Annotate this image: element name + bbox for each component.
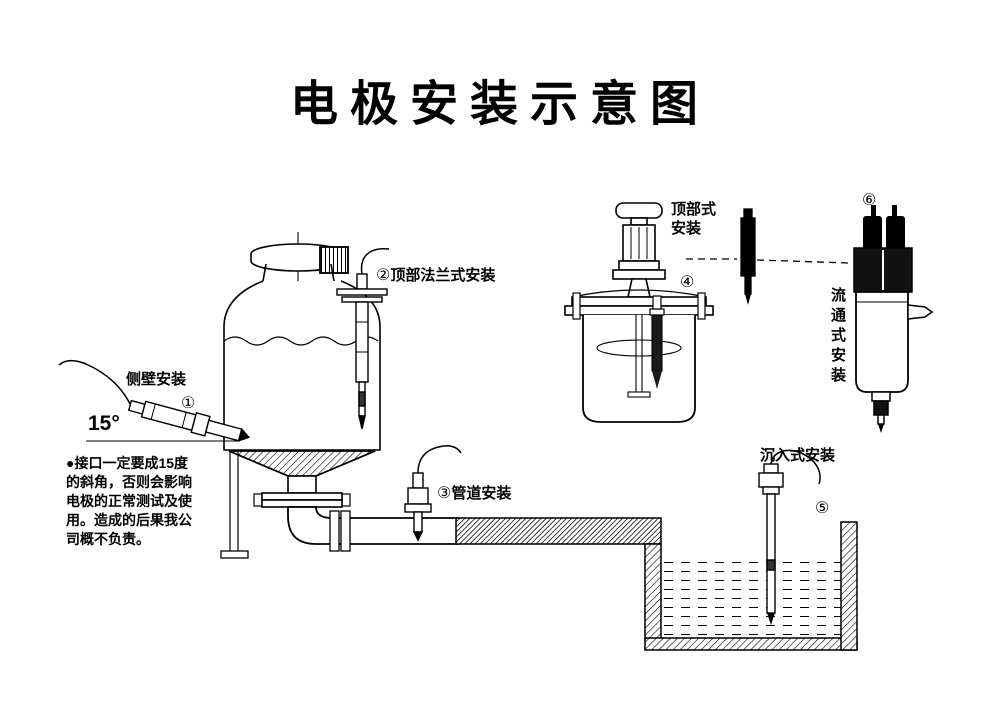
- electrode-reference-drawing: [686, 208, 850, 305]
- electrode-tip: [745, 294, 751, 305]
- electrode-tip: [412, 531, 424, 542]
- top-mounted-tank-drawing: [564, 202, 714, 423]
- buried-pipe-section: [455, 517, 662, 545]
- diagram-title: 电极安装示意图: [289, 78, 710, 131]
- main-tank-drawing: [220, 232, 459, 559]
- pit-left-wall: [644, 543, 662, 641]
- side-outlet-nozzle: [907, 304, 934, 320]
- electrode-cable: [417, 445, 462, 474]
- immersed-electrode: [651, 314, 663, 372]
- note-text: ●接口一定要成15度 的斜角，否则会影响 电极的正常测试及使 用。造成的后果我公…: [66, 455, 192, 547]
- pipeline-electrode-drawing: [404, 445, 462, 542]
- elbow-and-pipe: [287, 506, 459, 545]
- electrode-tip: [767, 613, 775, 625]
- electrode-tip: [358, 415, 366, 430]
- support-foot: [220, 550, 249, 559]
- electrode-cable: [770, 449, 821, 485]
- side-wall-label: 侧壁安装: [126, 371, 187, 388]
- lid-plate-upper: [571, 296, 707, 307]
- shoulder-flange-plate: [336, 288, 388, 296]
- top-flange-label: ②顶部法兰式安装: [376, 266, 495, 285]
- tank-body: [582, 315, 696, 423]
- bottom-flange-upper: [261, 492, 343, 501]
- tank-outlet-pipe: [287, 475, 317, 494]
- actuator-cap: [615, 202, 663, 219]
- immersion-number: ⑤: [815, 500, 830, 517]
- electrode-cable: [58, 360, 131, 405]
- electrode-shaft: [766, 493, 776, 614]
- top-mounted-label: 顶部式 安装: [671, 201, 717, 237]
- liquid-surface: [596, 339, 682, 357]
- immersion-label: 沉入式安装: [760, 447, 836, 464]
- electrode-tip: [237, 427, 251, 442]
- electrode-cable: [360, 248, 390, 275]
- actuator-flange: [612, 269, 666, 280]
- immersion-electrode-drawing: [758, 449, 821, 625]
- top-mounted-number: ④: [680, 274, 695, 291]
- pipeline-number: ③: [437, 485, 452, 502]
- cable-gland-left: [863, 216, 882, 250]
- lid-plate-lower: [564, 305, 714, 316]
- pipe-mount-collar: [404, 503, 432, 513]
- flow-cell-drawing: [853, 205, 934, 433]
- flow-through-label: 流通式安装: [829, 287, 846, 387]
- top-flange-electrode-drawing: [336, 248, 390, 430]
- side-wall-electrode-drawing: [58, 360, 251, 442]
- pit-liquid: [661, 556, 841, 638]
- reference-electrode-body: [740, 217, 756, 277]
- electrode-tip: [652, 371, 662, 389]
- pipeline-label: ③管道安装: [437, 484, 511, 503]
- bottom-fitting: [873, 400, 889, 416]
- dashed-link-right: [756, 259, 850, 264]
- lid-bolt-right: [697, 292, 706, 320]
- pipeline-text: 管道安装: [451, 485, 512, 502]
- bottom-flange-lower: [261, 499, 343, 508]
- top-flange-number: ②: [376, 267, 391, 284]
- flow-through-number: ⑥: [862, 192, 877, 209]
- top-flange-text: 顶部法兰式安装: [390, 267, 496, 284]
- stirrer-paddle: [627, 391, 651, 398]
- side-wall-number: ①: [181, 395, 196, 412]
- angle-label: 15°: [88, 412, 120, 435]
- pipe-flange-right: [340, 510, 351, 552]
- electrode-head: [758, 472, 784, 488]
- electrode-body: [355, 301, 369, 383]
- liquid-wave-line: [223, 336, 379, 346]
- cable-gland-right: [886, 216, 905, 250]
- lid-bolt-left: [572, 292, 581, 320]
- pit-floor: [644, 637, 858, 651]
- tank-cone-bottom: [228, 450, 376, 477]
- ground-and-pit-drawing: [455, 517, 858, 651]
- knurled-plug: [319, 246, 349, 274]
- electrode-body: [407, 487, 429, 505]
- pipe-flange-left: [329, 510, 340, 552]
- pit-right-wall: [840, 521, 858, 651]
- cell-body: [855, 291, 909, 393]
